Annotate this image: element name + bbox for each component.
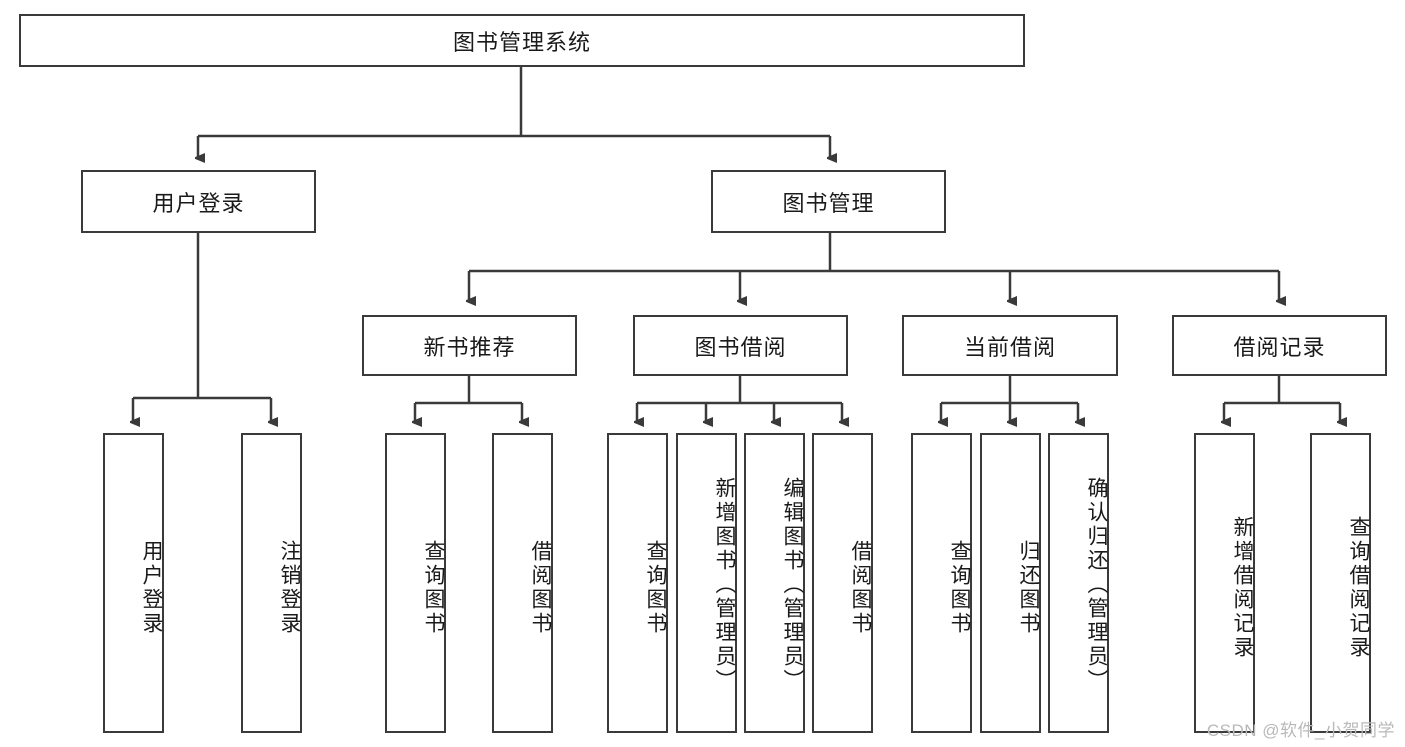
watermark: CSDN @软件_小贺同学 <box>1206 721 1395 740</box>
node-current-borrow-label: 当前借阅 <box>963 334 1056 360</box>
leaf-new-book-borrow[interactable]: 借阅图书 <box>492 433 553 733</box>
leaf-book-borrow-borrow-label: 借阅图书 <box>849 540 872 636</box>
leaf-current-borrow-query[interactable]: 查询图书 <box>911 433 972 733</box>
leaf-current-borrow-confirm-label: 确认归还（管理员） <box>1085 477 1108 693</box>
node-new-book-recommend-label: 新书推荐 <box>423 334 516 360</box>
node-book-borrow-label: 图书借阅 <box>694 334 787 360</box>
leaf-book-borrow-add[interactable]: 新增图书（管理员） <box>676 433 737 733</box>
leaf-borrow-records-add[interactable]: 新增借阅记录 <box>1194 433 1255 733</box>
leaf-book-borrow-query-label: 查询图书 <box>644 540 667 636</box>
node-root-label: 图书管理系统 <box>452 29 591 55</box>
node-book-management[interactable]: 图书管理 <box>711 170 946 233</box>
leaf-user-login-login[interactable]: 用户登录 <box>103 433 164 733</box>
leaf-user-login-logout-label: 注销登录 <box>278 540 301 636</box>
leaf-borrow-records-query[interactable]: 查询借阅记录 <box>1310 433 1371 733</box>
leaf-book-borrow-edit-label: 编辑图书（管理员） <box>781 477 804 693</box>
leaf-current-borrow-confirm[interactable]: 确认归还（管理员） <box>1048 433 1109 733</box>
leaf-book-borrow-add-label: 新增图书（管理员） <box>713 477 736 693</box>
leaf-new-book-borrow-label: 借阅图书 <box>529 540 552 636</box>
node-borrow-records[interactable]: 借阅记录 <box>1172 315 1387 376</box>
leaf-user-login-login-label: 用户登录 <box>140 540 163 636</box>
node-user-login[interactable]: 用户登录 <box>81 170 316 233</box>
leaf-user-login-logout[interactable]: 注销登录 <box>241 433 302 733</box>
leaf-borrow-records-add-label: 新增借阅记录 <box>1231 516 1254 660</box>
node-book-management-label: 图书管理 <box>782 190 875 216</box>
node-borrow-records-label: 借阅记录 <box>1233 334 1326 360</box>
leaf-current-borrow-return[interactable]: 归还图书 <box>980 433 1041 733</box>
node-new-book-recommend[interactable]: 新书推荐 <box>362 315 577 376</box>
leaf-new-book-query-label: 查询图书 <box>422 540 445 636</box>
node-current-borrow[interactable]: 当前借阅 <box>902 315 1118 376</box>
node-book-borrow[interactable]: 图书借阅 <box>633 315 848 376</box>
node-root[interactable]: 图书管理系统 <box>19 14 1025 67</box>
node-user-login-label: 用户登录 <box>152 190 245 216</box>
leaf-current-borrow-query-label: 查询图书 <box>948 540 971 636</box>
leaf-book-borrow-borrow[interactable]: 借阅图书 <box>812 433 873 733</box>
leaf-current-borrow-return-label: 归还图书 <box>1017 540 1040 636</box>
leaf-borrow-records-query-label: 查询借阅记录 <box>1347 516 1370 660</box>
leaf-book-borrow-query[interactable]: 查询图书 <box>607 433 668 733</box>
leaf-new-book-query[interactable]: 查询图书 <box>385 433 446 733</box>
leaf-book-borrow-edit[interactable]: 编辑图书（管理员） <box>744 433 805 733</box>
